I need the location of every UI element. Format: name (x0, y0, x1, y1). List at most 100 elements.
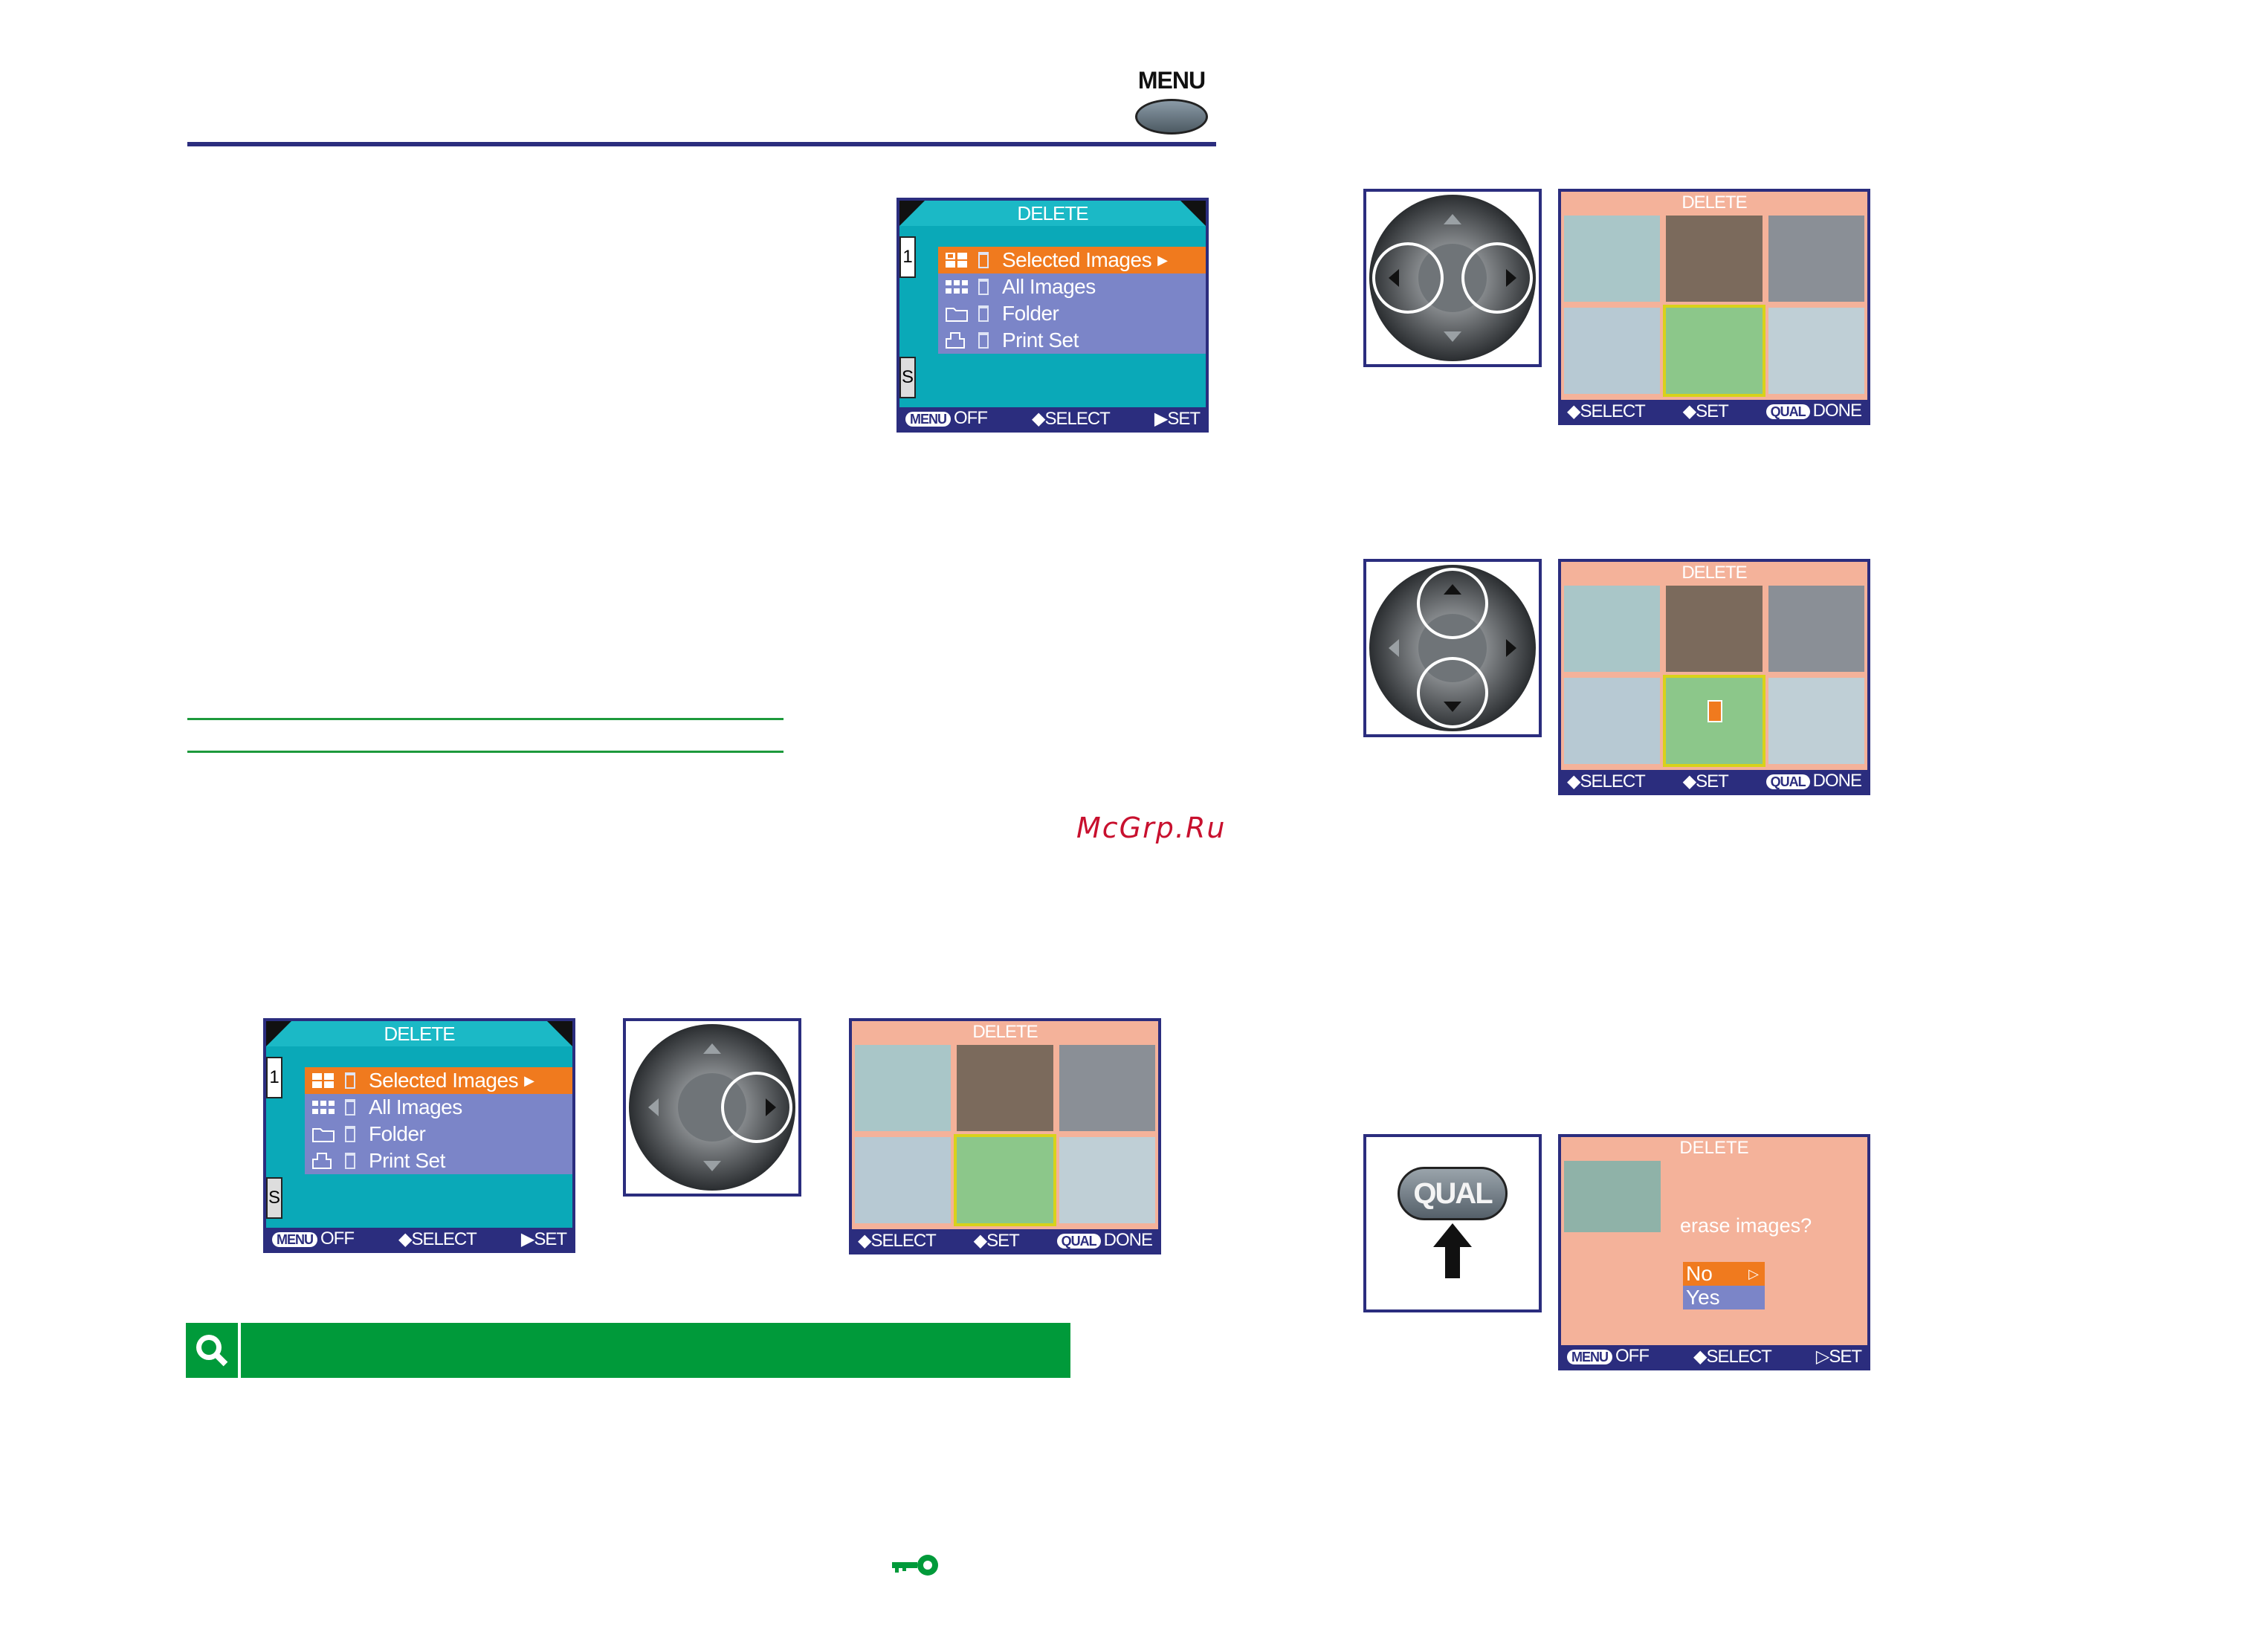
trash-icon (345, 1072, 355, 1089)
up-down-icon: ◆ (398, 1228, 412, 1249)
up-down-icon: ◆ (1682, 401, 1696, 421)
thumbnail[interactable] (1564, 678, 1661, 764)
print-set-icon (943, 331, 971, 349)
menu-badge: MENU (905, 412, 951, 427)
thumbnail-selected[interactable] (954, 1134, 1056, 1226)
footer-select: ◆SELECT (1567, 401, 1646, 421)
screen-title: DELETE (1681, 192, 1747, 213)
thumbnail[interactable] (1666, 586, 1763, 672)
tip-bar (186, 1323, 1070, 1378)
menu-item-label: Folder (1002, 302, 1059, 325)
thumbnail-selected[interactable] (1663, 675, 1765, 767)
multi-selector-left-right (1363, 189, 1542, 367)
confirm-question: erase images? (1680, 1214, 1812, 1237)
thumbnail[interactable] (957, 1045, 1053, 1131)
menu-item-print-set[interactable]: Print Set (938, 327, 1206, 354)
tab-s: S (266, 1177, 282, 1219)
footer-select: ◆SELECT (1693, 1346, 1772, 1367)
thumbnail[interactable] (1666, 216, 1763, 302)
menu-item-print-set[interactable]: Print Set (305, 1147, 572, 1174)
trash-icon (345, 1099, 355, 1116)
arrow-right-icon: ▶ (524, 1072, 534, 1088)
thumbnail[interactable] (1768, 586, 1864, 672)
menu-item-selected-images[interactable]: Selected Images ▶ (305, 1067, 572, 1094)
folder-icon (943, 305, 971, 323)
trash-icon (978, 305, 989, 322)
selected-images-icon (309, 1072, 337, 1090)
menu-item-label: Selected Images (369, 1069, 519, 1092)
screen-title: DELETE (1679, 1138, 1749, 1158)
tab-1: 1 (266, 1057, 282, 1098)
watermark: McGrp.Ru (1076, 812, 1227, 844)
tab-1: 1 (899, 236, 916, 278)
trash-icon (978, 332, 989, 349)
thumbnail[interactable] (1768, 678, 1864, 764)
qual-button: QUAL (1398, 1167, 1508, 1220)
section-rule-top (187, 718, 784, 720)
menu-item-all-images[interactable]: All Images (305, 1094, 572, 1121)
thumbnail-grid (855, 1045, 1155, 1226)
left-right-icon: ◆ (1567, 771, 1580, 791)
left-right-icon: ◆ (858, 1230, 871, 1251)
menu-item-label: Print Set (1002, 328, 1079, 352)
menu-item-folder[interactable]: Folder (305, 1121, 572, 1147)
arrow-right-icon: ▷ (1748, 1266, 1759, 1281)
trash-icon (345, 1153, 355, 1169)
multi-selector-up-down (1363, 559, 1542, 737)
thumbnail[interactable] (1564, 308, 1661, 394)
arrow-right-icon: ▶ (1154, 408, 1168, 429)
arrow-right-icon: ▷ (1815, 1346, 1829, 1367)
up-down-icon: ◆ (1032, 408, 1045, 429)
thumbnail[interactable] (1564, 216, 1661, 302)
thumbnail[interactable] (1059, 1137, 1155, 1223)
thumbnail[interactable] (855, 1137, 952, 1223)
screen-title: DELETE (1681, 563, 1747, 583)
tip-icon (186, 1323, 241, 1378)
option-yes[interactable]: Yes (1683, 1286, 1765, 1309)
left-right-icon: ◆ (1567, 401, 1580, 421)
thumbnail[interactable] (855, 1045, 952, 1131)
multi-selector-icon (1369, 565, 1536, 731)
thumbnail[interactable] (1059, 1045, 1155, 1131)
screen-title: DELETE (972, 1022, 1038, 1042)
tab-s: S (899, 357, 916, 398)
footer-set: ▷SET (1815, 1346, 1862, 1367)
footer-set: ▶SET (1154, 408, 1201, 429)
thumbnail[interactable] (1768, 216, 1864, 302)
footer-select: ◆SELECT (398, 1228, 477, 1249)
thumbnail[interactable] (1768, 308, 1864, 394)
footer-select: ◆SELECT (1567, 771, 1646, 791)
menu-item-selected-images[interactable]: Selected Images ▶ (938, 247, 1206, 273)
multi-selector-right (623, 1018, 801, 1197)
menu-item-folder[interactable]: Folder (938, 300, 1206, 327)
footer-select: ◆SELECT (858, 1230, 937, 1251)
delete-options-list: Selected Images ▶ All Images Folder Prin… (305, 1067, 572, 1174)
menu-item-label: Folder (369, 1122, 426, 1145)
key-icon (891, 1552, 943, 1581)
menu-item-label: Selected Images (1002, 248, 1152, 271)
thumbnail[interactable] (1564, 586, 1661, 672)
menu-button-illustration: MENU (1133, 67, 1210, 141)
option-no[interactable]: No▷ (1683, 1262, 1765, 1286)
menu-button-icon (1135, 99, 1208, 135)
selected-images-icon (943, 251, 971, 269)
menu-item-all-images[interactable]: All Images (938, 273, 1206, 300)
all-images-icon (943, 278, 971, 296)
trash-icon (978, 252, 989, 268)
thumbnail-grid (1564, 216, 1864, 397)
menu-item-label: Print Set (369, 1149, 445, 1172)
thumbnail-selected[interactable] (1663, 305, 1765, 397)
